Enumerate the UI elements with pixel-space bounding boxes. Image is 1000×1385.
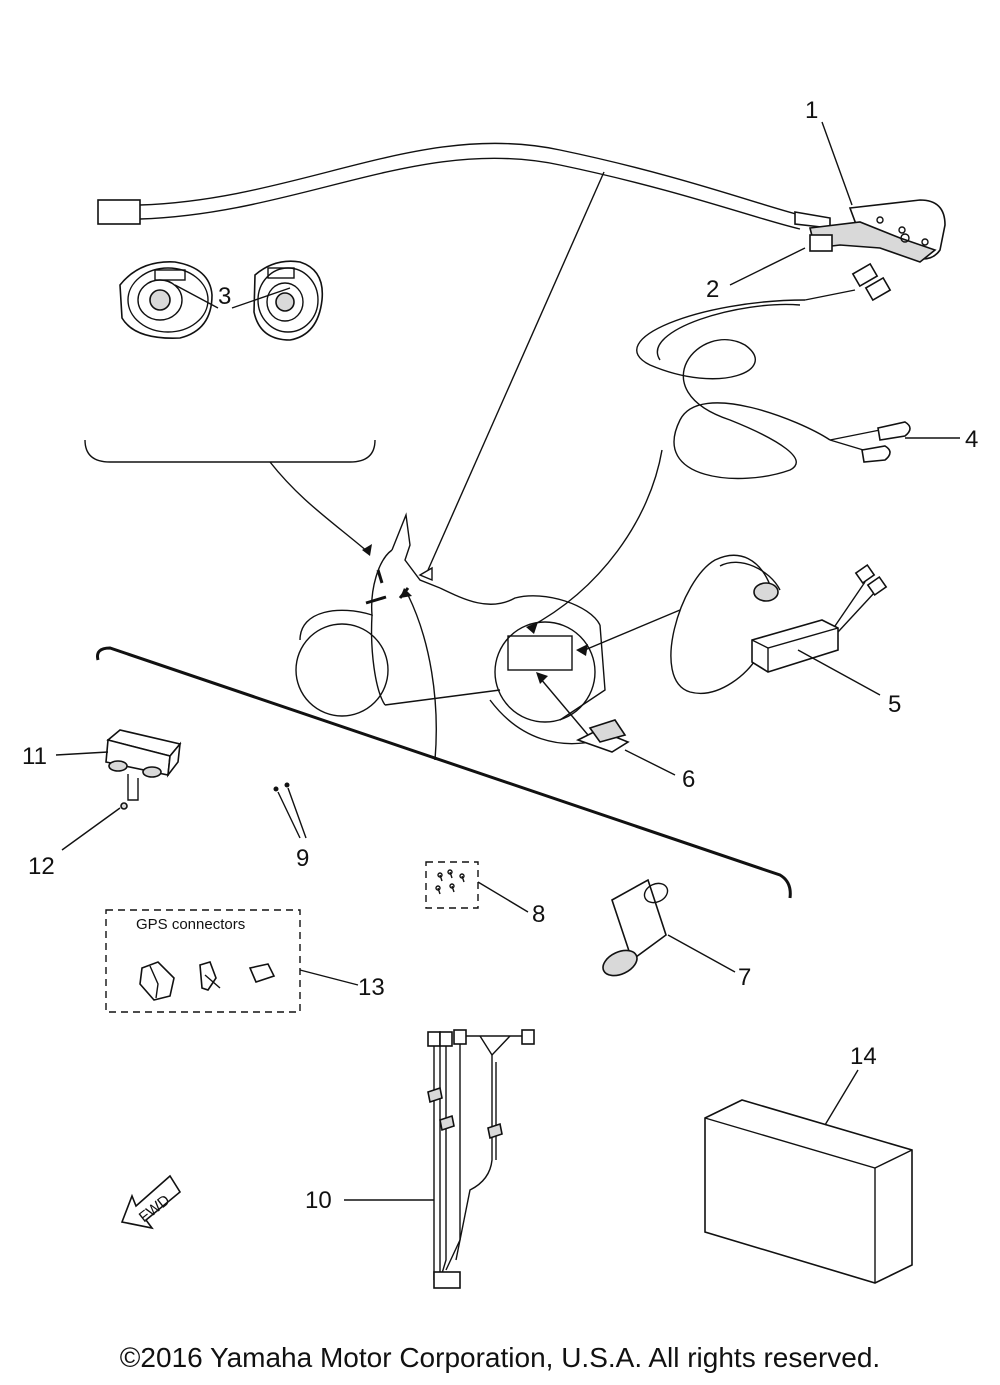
callout-5: 5 <box>888 691 901 718</box>
callout-10: 10 <box>305 1187 332 1214</box>
callout-numbers: 1 2 3 4 5 6 7 8 9 10 11 12 13 14 GPS con… <box>22 97 978 1214</box>
gps-connectors-13 <box>105 909 301 1013</box>
module-5 <box>670 554 888 695</box>
sub-harness-10 <box>427 1029 535 1289</box>
callout-3: 3 <box>218 283 231 310</box>
callout-4: 4 <box>965 426 978 453</box>
callout-6: 6 <box>682 766 695 793</box>
callout-1: 1 <box>805 97 818 124</box>
callout-7: 7 <box>738 964 751 991</box>
callout-11: 11 <box>22 743 47 770</box>
parts-group-line <box>96 646 792 899</box>
callout-8: 8 <box>532 901 545 928</box>
callout-13: 13 <box>358 974 385 1001</box>
gps-module-11 <box>105 729 182 810</box>
sleeve-7 <box>602 878 669 977</box>
callout-12: 12 <box>28 853 55 880</box>
copyright-text: ©2016 Yamaha Motor Corporation, U.S.A. A… <box>119 1342 881 1373</box>
gps-box-label: GPS connectors <box>136 916 245 933</box>
box-14 <box>704 1099 913 1284</box>
fwd-arrow-icon: FWD <box>120 1174 182 1230</box>
callout-leaders <box>55 121 960 1201</box>
speakers <box>84 260 376 463</box>
screws-8 <box>425 861 479 909</box>
callout-9: 9 <box>296 845 309 872</box>
switch-assembly <box>97 142 946 263</box>
pins-9 <box>273 782 290 792</box>
motorcycle-outline <box>295 512 606 745</box>
harness-4 <box>636 262 911 480</box>
clip-6 <box>575 719 630 753</box>
callout-14: 14 <box>850 1043 877 1070</box>
callout-2: 2 <box>706 276 719 303</box>
leader-arrows <box>269 171 681 761</box>
